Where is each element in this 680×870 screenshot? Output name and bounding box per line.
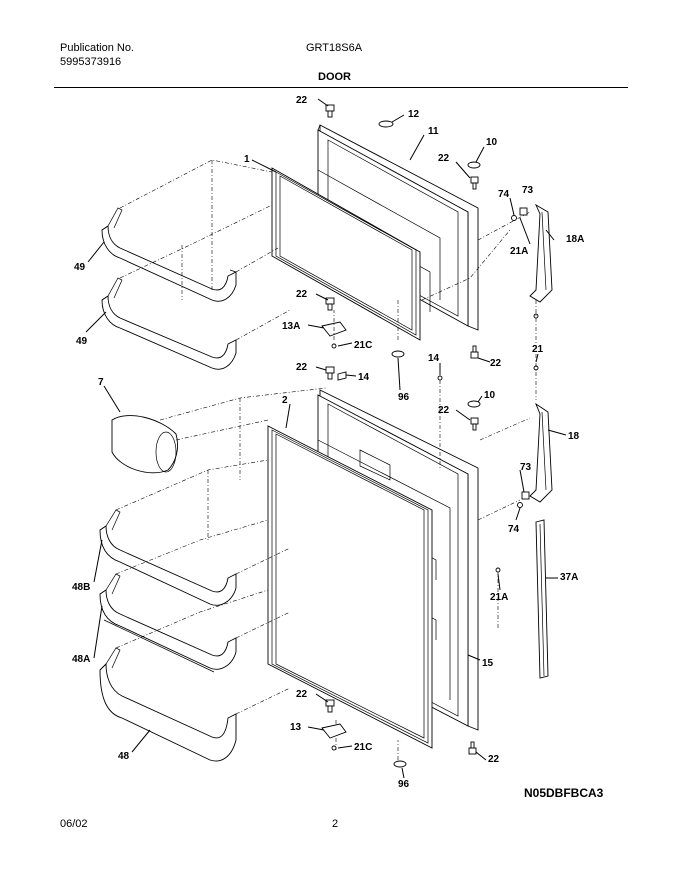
pin-21C-upper xyxy=(331,343,337,349)
callout-21C: 21C xyxy=(354,742,372,753)
screw-21A-lower xyxy=(495,567,501,573)
bushing-96-lower xyxy=(393,760,407,768)
callout-96: 96 xyxy=(398,392,410,403)
stop-14-b xyxy=(437,375,443,381)
callout-10: 10 xyxy=(484,390,496,401)
door-shelf-48B xyxy=(99,509,237,606)
fresh-food-door-gasket xyxy=(267,425,433,749)
hinge-screw-22-upper-right xyxy=(470,176,479,190)
publication-number: 5995373916 xyxy=(60,56,122,68)
callout-48B: 48B xyxy=(72,582,90,593)
hinge-screw-22-mid-right xyxy=(470,345,479,359)
callout-73: 73 xyxy=(522,185,534,196)
hinge-13 xyxy=(321,723,347,739)
callout-18A: 18A xyxy=(566,234,584,245)
callout-22: 22 xyxy=(296,289,308,300)
model-number: GRT18S6A xyxy=(306,42,363,54)
callout-22: 22 xyxy=(490,358,502,369)
callout-49: 49 xyxy=(76,336,88,347)
callout-1: 1 xyxy=(244,154,250,165)
pin-21C-lower xyxy=(331,745,337,751)
handle-screw-73-lower xyxy=(521,491,530,500)
callout-10: 10 xyxy=(486,137,498,148)
plug-74-upper xyxy=(511,215,517,221)
handle-18 xyxy=(529,402,553,503)
washer-10-lower xyxy=(467,400,481,408)
trim-strip-37A xyxy=(535,519,549,679)
callout-11: 11 xyxy=(428,126,439,137)
shelf-bin-49-lower xyxy=(101,277,237,370)
hinge-screw-22-bottom-right xyxy=(468,741,477,755)
handle-18A xyxy=(529,203,553,303)
callout-48: 48 xyxy=(118,751,130,762)
hinge-screw-22-lower-top xyxy=(325,366,335,380)
leader-lines xyxy=(85,98,567,779)
bushing-96-upper xyxy=(391,350,405,358)
callout-14: 14 xyxy=(358,372,370,383)
callout-7: 7 xyxy=(98,377,104,388)
callout-12: 12 xyxy=(408,109,420,120)
washer-10-upper xyxy=(467,161,481,169)
callout-21A: 21A xyxy=(510,246,528,257)
door-shelf-48A xyxy=(99,573,237,673)
callout-22: 22 xyxy=(296,689,308,700)
callout-18: 18 xyxy=(568,431,580,442)
callout-22: 22 xyxy=(438,405,450,416)
callout-96: 96 xyxy=(398,779,410,790)
callout-49: 49 xyxy=(74,262,86,273)
callout-21C: 21C xyxy=(354,340,372,351)
callout-14: 14 xyxy=(428,353,440,364)
hinge-screw-22-bottom-left xyxy=(325,699,335,713)
hinge-screw-22-lower-right xyxy=(470,417,479,431)
callout-22: 22 xyxy=(438,153,450,164)
page-number: 2 xyxy=(332,818,339,830)
callout-21: 21 xyxy=(532,344,544,355)
header-rule xyxy=(54,87,628,88)
hinge-screw-22-mid-left xyxy=(325,297,335,311)
drawing-code: N05DBFBCA3 xyxy=(524,786,604,800)
callout-22: 22 xyxy=(296,95,308,106)
callout-74: 74 xyxy=(508,524,520,535)
callout-74: 74 xyxy=(498,189,510,200)
callout-13: 13 xyxy=(290,722,302,733)
callout-13A: 13A xyxy=(282,321,300,332)
publication-label: Publication No. xyxy=(60,42,134,54)
callout-22: 22 xyxy=(488,754,500,765)
callout-37A: 37A xyxy=(560,572,578,583)
stop-14-a xyxy=(337,371,347,381)
freezer-door-gasket xyxy=(271,167,421,341)
section-title: DOOR xyxy=(318,71,351,83)
handle-screw-73-upper xyxy=(519,207,528,216)
callout-21A: 21A xyxy=(490,592,508,603)
callout-15: 15 xyxy=(482,658,494,669)
shelf-bin-49-upper xyxy=(101,207,237,302)
callout-22: 22 xyxy=(296,362,308,373)
callout-73: 73 xyxy=(520,462,532,473)
callout-48A: 48A xyxy=(72,654,90,665)
footer-date: 06/02 xyxy=(60,818,88,830)
callout-2: 2 xyxy=(282,395,288,406)
plug-12 xyxy=(378,120,394,128)
dairy-bin-7 xyxy=(111,415,179,474)
hinge-screw-22-top xyxy=(325,104,335,118)
plug-74-lower xyxy=(517,502,523,508)
